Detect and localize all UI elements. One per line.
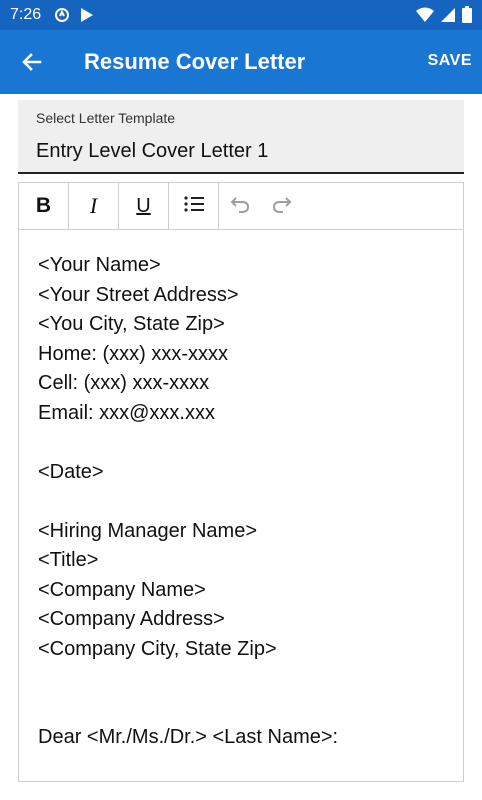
letter-line: <Company City, State Zip> — [38, 637, 277, 660]
status-time: 7:26 — [10, 6, 42, 23]
undo-button[interactable] — [219, 183, 261, 229]
bullet-list-icon — [183, 194, 205, 219]
template-select[interactable]: Select Letter Template Entry Level Cover… — [18, 100, 464, 174]
redo-icon — [271, 194, 293, 219]
wifi-icon — [416, 7, 434, 28]
letter-line — [38, 694, 453, 724]
signal-icon — [440, 7, 456, 28]
italic-button[interactable]: I — [69, 183, 119, 229]
status-bar: 7:26 — [0, 0, 482, 30]
letter-editor: B I U <Your Name> <Your Street Addre — [18, 182, 464, 782]
bold-button[interactable]: B — [19, 183, 69, 229]
vpn-icon — [54, 7, 70, 28]
editor-toolbar: B I U — [19, 183, 463, 230]
underline-button[interactable]: U — [119, 183, 169, 229]
letter-line: <Hiring Manager Name> — [38, 519, 257, 542]
letter-line: Email: xxx@xxx.xxx — [38, 401, 215, 424]
letter-line: <Your Street Address> — [38, 283, 239, 306]
bullet-list-button[interactable] — [169, 183, 219, 229]
letter-line: Cell: (xxx) xxx-xxxx — [38, 372, 210, 394]
letter-line: <Your Name> — [38, 254, 161, 276]
template-select-label: Select Letter Template — [36, 110, 176, 126]
undo-icon — [229, 194, 251, 219]
page-title: Resume Cover Letter — [84, 49, 306, 74]
battery-icon — [462, 6, 472, 28]
letter-line — [38, 664, 453, 694]
letter-line: Home: (xxx) xxx-xxxx — [38, 342, 228, 365]
letter-line: <Title> — [38, 549, 99, 571]
letter-line: <Company Address> — [38, 608, 225, 630]
letter-line: <Company Name> — [38, 578, 206, 601]
letter-text-area[interactable]: <Your Name> <Your Street Address> <You C… — [38, 251, 453, 753]
app-bar: Resume Cover Letter SAVE — [0, 30, 482, 94]
template-select-value: Entry Level Cover Letter 1 — [36, 140, 269, 162]
save-button[interactable]: SAVE — [427, 52, 472, 69]
arrow-left-icon[interactable] — [18, 48, 46, 76]
letter-line: Dear <Mr./Ms./Dr.> <Last Name>: — [38, 726, 339, 748]
letter-line — [38, 487, 453, 517]
play-store-icon — [80, 7, 94, 28]
letter-line — [38, 428, 453, 458]
letter-line: <You City, State Zip> — [38, 313, 225, 335]
redo-button[interactable] — [261, 183, 303, 229]
letter-line: <Date> — [38, 460, 104, 483]
